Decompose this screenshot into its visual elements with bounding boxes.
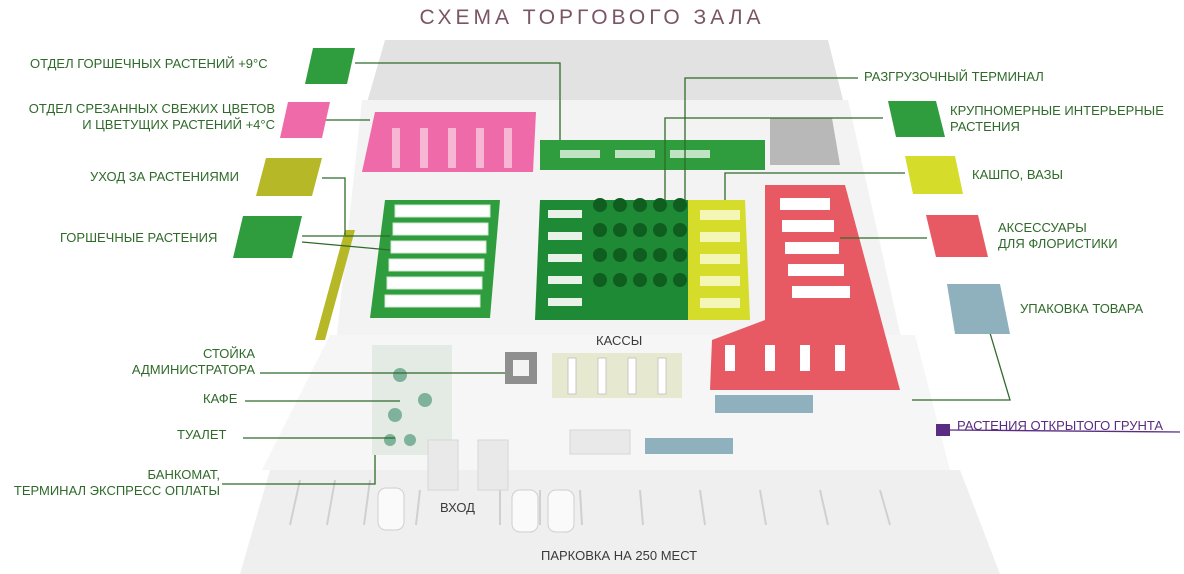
legend-text: ДЛЯ ФЛОРИСТИКИ — [998, 236, 1118, 251]
leader-lines — [222, 62, 1011, 485]
legend-text: ГОРШЕЧНЫЕ РАСТЕНИЯ — [60, 230, 218, 245]
cash-label: КАССЫ — [596, 333, 643, 348]
swatch-accessories — [926, 215, 988, 257]
entrance-walls — [427, 429, 631, 491]
car — [547, 489, 575, 533]
legend-pots: КАШПО, ВАЗЫ — [972, 167, 1063, 183]
plant-circles — [593, 198, 687, 287]
legend-accessories: АКСЕССУАРЫ ДЛЯ ФЛОРИСТИКИ — [998, 220, 1118, 252]
legend-large-plants: КРУПНОМЕРНЫЕ ИНТЕРЬЕРНЫЕ РАСТЕНИЯ — [950, 103, 1164, 135]
legend-text: УПАКОВКА ТОВАРА — [1020, 301, 1144, 316]
legend-text: СТОЙКА — [202, 346, 255, 361]
legend-text: РАСТЕНИЯ — [950, 119, 1020, 134]
legend-text: АКСЕССУАРЫ — [998, 220, 1087, 235]
checkout-counters — [567, 357, 667, 395]
legend-text: ТУАЛЕТ — [177, 427, 227, 442]
legend-text: КРУПНОМЕРНЫЕ ИНТЕРЬЕРНЫЕ — [950, 103, 1164, 118]
legend-cut-flowers: ОТДЕЛ СРЕЗАННЫХ СВЕЖИХ ЦВЕТОВ И ЦВЕТУЩИХ… — [10, 101, 275, 133]
legend-atm: БАНКОМАТ, ТЕРМИНАЛ ЭКСПРЕСС ОПЛАТЫ — [0, 467, 220, 499]
legend-text: РАСТЕНИЯ ОТКРЫТОГО ГРУНТА — [957, 418, 1164, 433]
swatch-large-plants — [888, 101, 945, 137]
potted-trees-zone — [535, 200, 690, 320]
legend-potted-cold: ОТДЕЛ ГОРШЕЧНЫХ РАСТЕНИЙ +9°С — [30, 56, 268, 72]
legend-unloading: РАЗГРУЗОЧНЫЙ ТЕРМИНАЛ — [864, 69, 1044, 85]
car — [377, 487, 405, 531]
cafe-tables — [384, 368, 432, 446]
car — [511, 489, 539, 533]
legend-text: БАНКОМАТ, — [147, 467, 220, 482]
outdoor-plants-marker — [936, 424, 950, 436]
legend-text: КАФЕ — [203, 391, 238, 406]
swatch-potted-cold — [305, 48, 355, 84]
swatch-pots — [905, 156, 963, 194]
cut-flowers-racks — [392, 128, 512, 168]
legend-potted: ГОРШЕЧНЫЕ РАСТЕНИЯ — [60, 230, 217, 246]
page-title: СХЕМА ТОРГОВОГО ЗАЛА — [419, 6, 765, 29]
legend-text: КАШПО, ВАЗЫ — [972, 167, 1063, 182]
packing-zone — [715, 395, 813, 413]
entrance-label: ВХОД — [440, 500, 475, 515]
back-corridor-dark — [770, 118, 840, 165]
potted-cold-racks — [560, 150, 710, 158]
plant-care-zone — [315, 230, 355, 340]
swatch-cut-flowers — [280, 102, 330, 138]
legend-text: АДМИНИСТРАТОРА — [131, 362, 255, 377]
swatch-packing — [947, 284, 1010, 334]
packing-zone-front — [645, 438, 733, 454]
parking-label: ПАРКОВКА НА 250 МЕСТ — [541, 548, 698, 563]
legend-outdoor: РАСТЕНИЯ ОТКРЫТОГО ГРУНТА — [957, 418, 1163, 434]
legend-cafe: КАФЕ — [203, 391, 237, 407]
legend-text: ОТДЕЛ ГОРШЕЧНЫХ РАСТЕНИЙ +9°С — [30, 56, 268, 71]
legend-text: УХОД ЗА РАСТЕНИЯМИ — [90, 169, 239, 184]
potted-shelves-left — [384, 204, 491, 308]
parking-lot — [240, 470, 1000, 574]
legend-plant-care: УХОД ЗА РАСТЕНИЯМИ — [90, 169, 239, 185]
legend-text: РАЗГРУЗОЧНЫЙ ТЕРМИНАЛ — [864, 69, 1044, 84]
legend-packing: УПАКОВКА ТОВАРА — [1020, 301, 1143, 317]
parking-lines — [289, 479, 891, 526]
plant-shelves — [548, 210, 582, 306]
legend-admin: СТОЙКА АДМИНИСТРАТОРА — [110, 346, 255, 378]
swatch-potted — [233, 216, 302, 258]
leader-line-outdoor — [949, 429, 1181, 433]
legend-text: ОТДЕЛ СРЕЗАННЫХ СВЕЖИХ ЦВЕТОВ — [28, 101, 275, 116]
legend-text: ТЕРМИНАЛ ЭКСПРЕСС ОПЛАТЫ — [13, 483, 220, 498]
pots-racks — [700, 210, 740, 308]
accessories-shelves — [725, 198, 850, 371]
legend-toilet: ТУАЛЕТ — [177, 427, 226, 443]
legend-text: И ЦВЕТУЩИХ РАСТЕНИЙ +4°С — [82, 117, 275, 132]
swatch-plant-care — [256, 158, 322, 196]
